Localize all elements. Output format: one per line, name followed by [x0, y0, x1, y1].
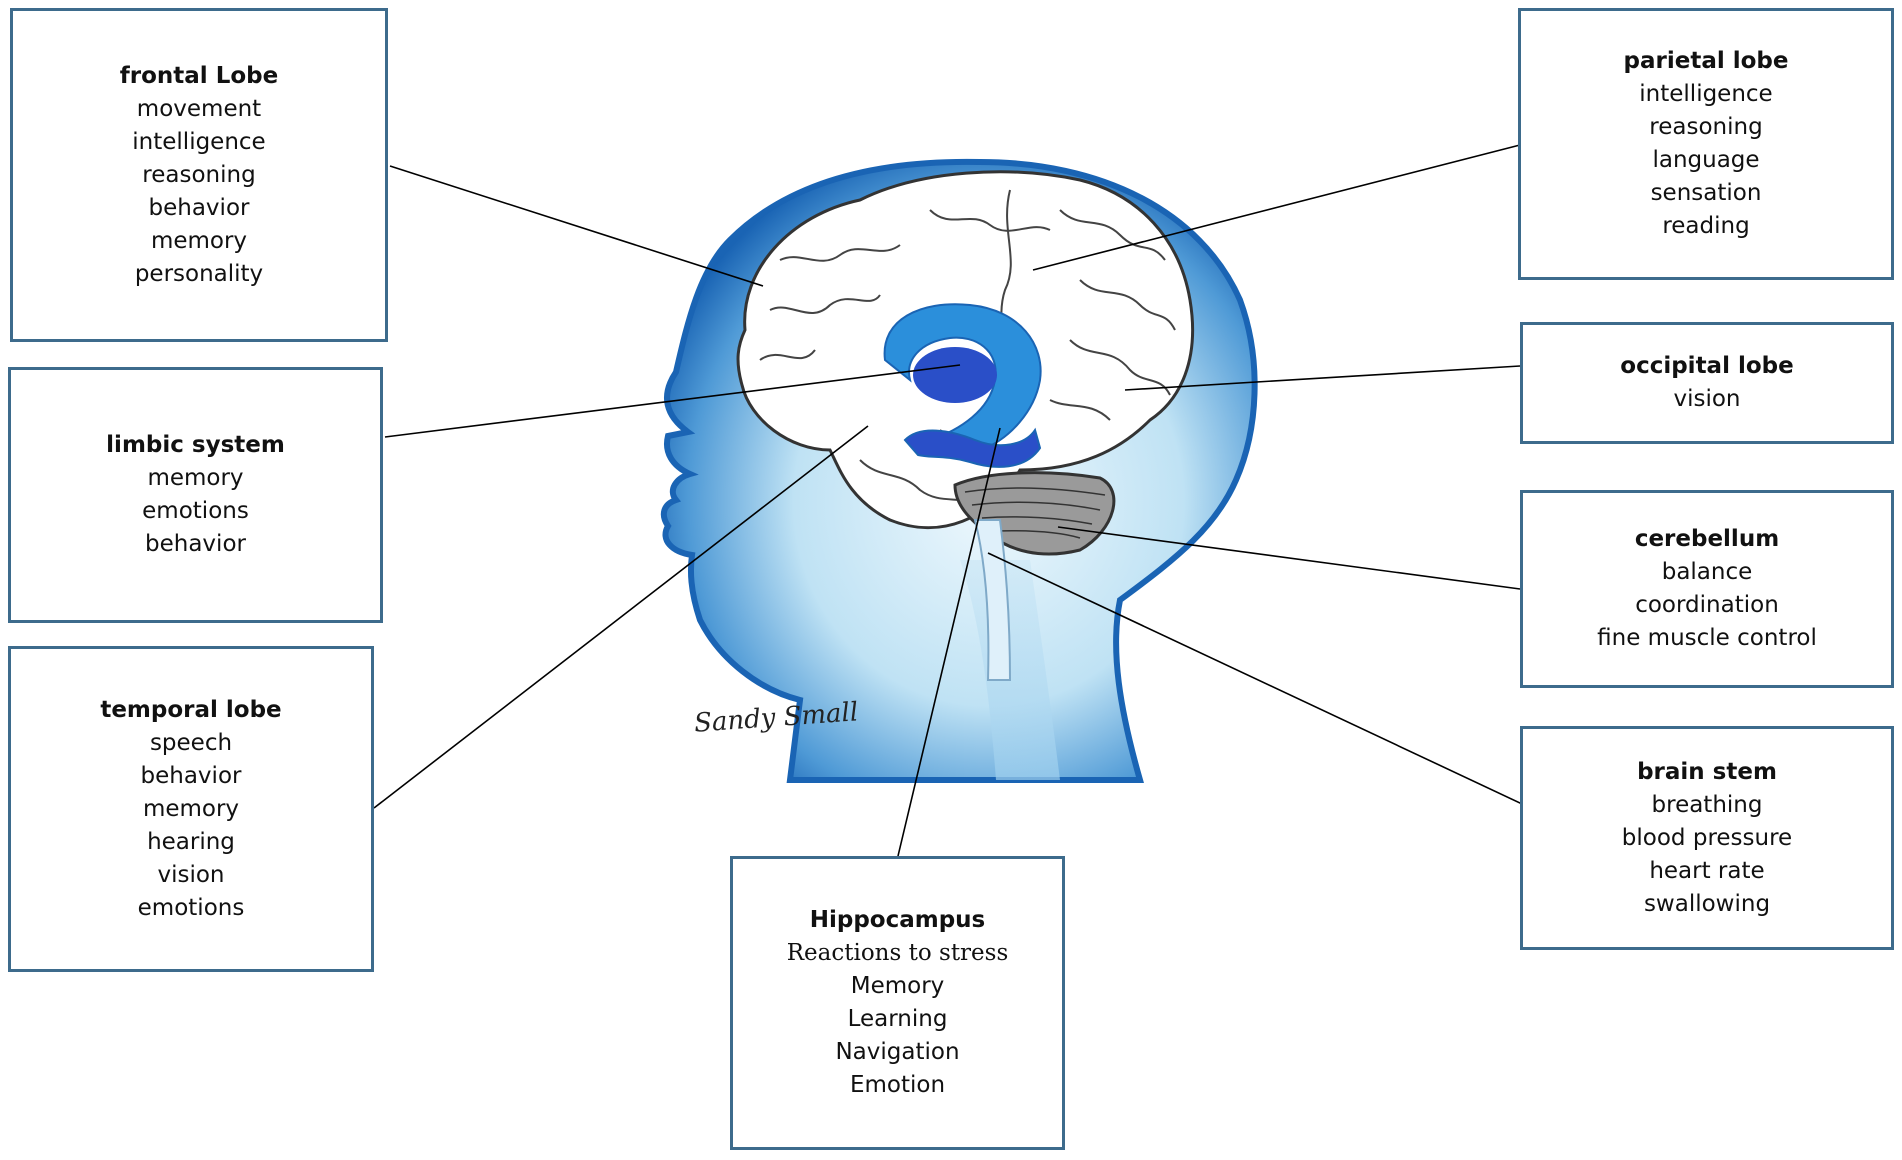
brain-stem-item: blood pressure	[1621, 824, 1793, 851]
temporal-lobe-item: speech	[149, 729, 233, 756]
line-cerebellum	[1057, 526, 1521, 590]
hippocampus-item: Emotion	[849, 1072, 946, 1098]
occipital-lobe-item: vision	[1673, 386, 1741, 412]
line-temporal	[373, 425, 869, 809]
hippocampus-item: Reactions to stress	[786, 940, 1009, 966]
limbic-system-item: emotions	[142, 498, 249, 524]
hippocampus-item: Navigation	[835, 1039, 960, 1065]
brain-stem-item: heart rate	[1649, 857, 1765, 884]
temporal-lobe-title: temporal lobe	[100, 696, 282, 723]
frontal-lobe-item: behavior	[148, 194, 250, 221]
line-limbic	[384, 364, 961, 438]
parietal-lobe-title: parietal lobe	[1623, 48, 1789, 74]
frontal-lobe-item: personality	[134, 260, 264, 287]
brain-stem-box: brain stem breathing blood pressure hear…	[1520, 726, 1894, 950]
limbic-system-title: limbic system	[106, 432, 285, 458]
cerebellum-folds	[964, 487, 1106, 539]
frontal-lobe-box: frontal Lobe movement intelligence reaso…	[10, 8, 388, 342]
temporal-lobe-item: vision	[157, 861, 225, 888]
hippocampus-shape	[903, 427, 1042, 468]
occipital-lobe-box: occipital lobe vision	[1520, 322, 1894, 444]
cerebellum-item: fine muscle control	[1597, 625, 1817, 651]
parietal-lobe-box: parietal lobe intelligence reasoning lan…	[1518, 8, 1894, 280]
hippocampus-box: Hippocampus Reactions to stress Memory L…	[730, 856, 1065, 1150]
temporal-lobe-item: memory	[142, 795, 240, 822]
limbic-system-item: behavior	[145, 531, 246, 557]
line-frontal	[389, 165, 764, 287]
cerebellum-item: coordination	[1635, 592, 1779, 618]
frontal-lobe-item: memory	[150, 227, 248, 254]
line-hippocampus	[897, 427, 1001, 857]
brain-stem-item: swallowing	[1643, 890, 1771, 917]
cerebellum-title: cerebellum	[1634, 526, 1780, 552]
frontal-lobe-item: reasoning	[142, 161, 256, 188]
frontal-lobe-item: intelligence	[132, 128, 266, 155]
cerebellum-item: balance	[1661, 559, 1753, 585]
cerebellum-box: cerebellum balance coordination fine mus…	[1520, 490, 1894, 688]
hippocampus-item: Learning	[847, 1006, 948, 1032]
brain-stem-title: brain stem	[1637, 758, 1777, 785]
temporal-lobe-item: behavior	[140, 762, 242, 789]
hippocampus-item: Memory	[850, 973, 945, 999]
frontal-lobe-title: frontal Lobe	[119, 62, 279, 89]
line-brainstem	[987, 552, 1538, 812]
temporal-lobe-item: hearing	[147, 828, 235, 855]
line-occipital	[1124, 365, 1521, 391]
brain-stem-item: breathing	[1651, 791, 1763, 818]
temporal-lobe-item: emotions	[137, 894, 245, 921]
limbic-system-box: limbic system memory emotions behavior	[8, 367, 383, 623]
parietal-lobe-item: language	[1652, 147, 1760, 173]
parietal-lobe-item: reasoning	[1649, 114, 1763, 140]
frontal-lobe-item: movement	[136, 95, 262, 122]
leader-lines	[373, 144, 1538, 857]
hippocampus-title: Hippocampus	[809, 907, 986, 933]
occipital-lobe-title: occipital lobe	[1620, 353, 1794, 379]
line-parietal	[1032, 144, 1521, 271]
limbic-core	[913, 347, 997, 403]
temporal-lobe-box: temporal lobe speech behavior memory hea…	[8, 646, 374, 972]
parietal-lobe-item: intelligence	[1639, 81, 1773, 107]
limbic-system-item: memory	[147, 465, 244, 491]
parietal-lobe-item: sensation	[1650, 180, 1762, 206]
parietal-lobe-item: reading	[1662, 213, 1750, 239]
